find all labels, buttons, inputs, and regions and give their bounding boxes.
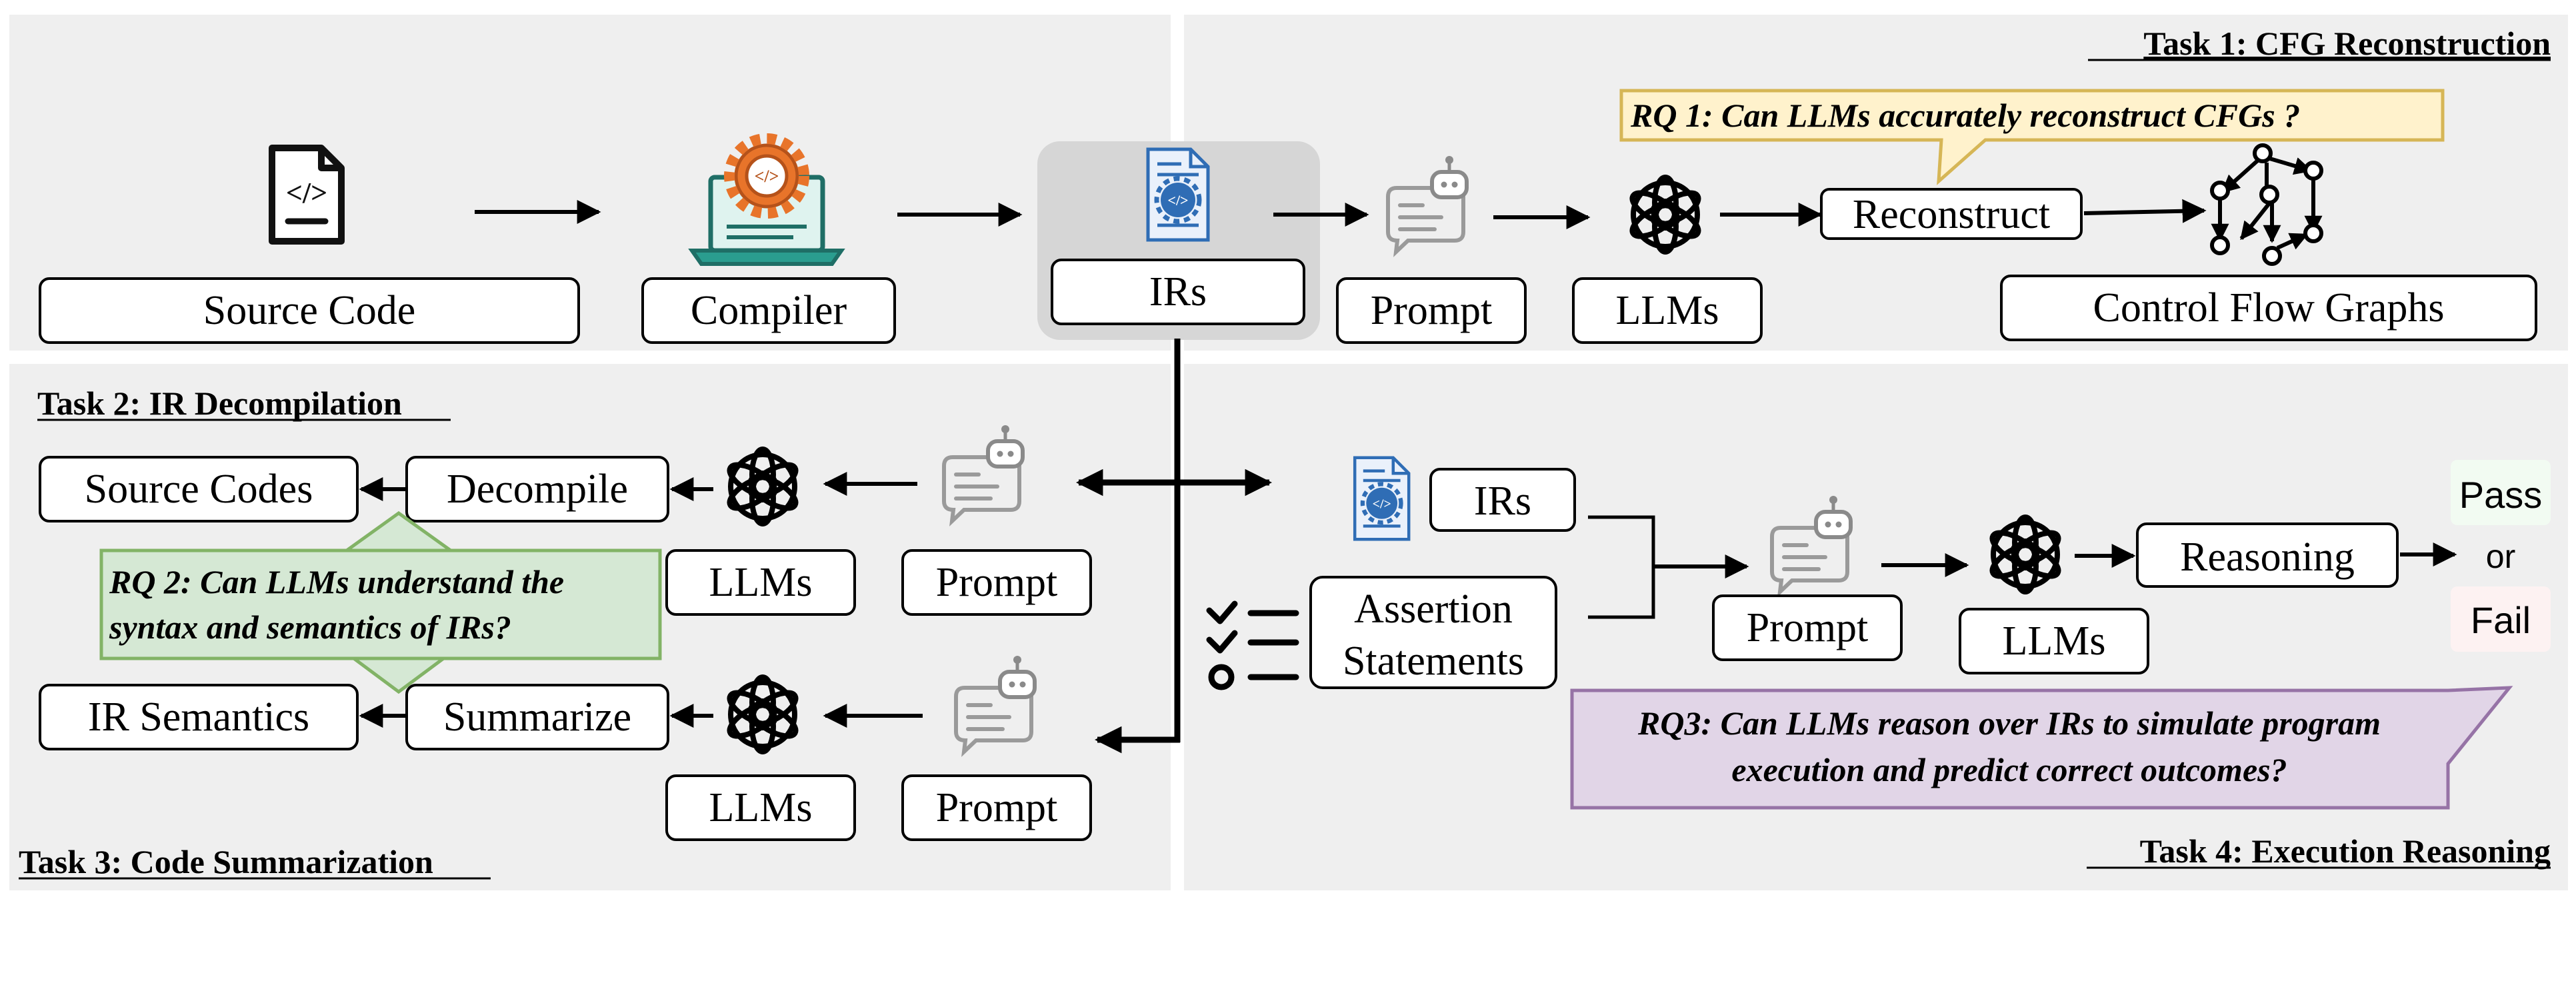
rq2-text-line2: syntax and semantics of IRs? [109, 608, 511, 646]
llms-label-t2: LLMs [709, 560, 813, 605]
pass-label: Pass [2459, 474, 2543, 516]
decompile-box [405, 456, 669, 522]
reconstruct-box [1820, 188, 2083, 240]
or-label: or [2486, 538, 2515, 575]
prompt-label-t4: Prompt [1747, 605, 1869, 650]
task2-title: Task 2: IR Decompilation [37, 385, 402, 422]
irs-label: IRs [1149, 269, 1207, 315]
prompt-box-t1 [1336, 277, 1527, 344]
fail-bg [2451, 586, 2551, 652]
reasoning-box [2136, 522, 2399, 588]
assertion-label-line1: Assertion [1354, 586, 1513, 632]
ir-semantics-box [39, 684, 359, 750]
llms-label-t3: LLMs [709, 785, 813, 830]
prompt-label-t1: Prompt [1371, 288, 1493, 333]
code-file-icon: </> [269, 145, 345, 245]
llms-box-t2 [665, 549, 856, 616]
ir-semantics-label: IR Semantics [88, 694, 309, 740]
reconstruct-label: Reconstruct [1853, 192, 2050, 237]
cfg-label: Control Flow Graphs [2093, 285, 2445, 331]
rq3-text-line2: execution and predict correct outcomes? [1731, 751, 2287, 788]
summarize-box [405, 684, 669, 750]
fail-label: Fail [2471, 599, 2531, 641]
ir-document-icon [1148, 149, 1208, 240]
task1-title: Task 1: CFG Reconstruction [2143, 25, 2551, 62]
prompt-box-t3 [901, 774, 1092, 841]
compiler-label: Compiler [691, 288, 847, 333]
task4-title: Task 4: Execution Reasoning [2140, 832, 2551, 870]
ir-document-icon [1355, 458, 1409, 539]
laptop-gear-icon: </> [688, 133, 845, 266]
panel-backgrounds [9, 15, 2568, 890]
rq3-callout [1570, 686, 2513, 810]
llms-label-t4: LLMs [2003, 618, 2106, 664]
assertion-label-line2: Statements [1343, 638, 1524, 684]
task-titles: Task 1: CFG Reconstruction Task 2: IR De… [19, 25, 2551, 880]
llms-box-t4 [1959, 608, 2149, 674]
rq1-callout [1619, 89, 2445, 185]
svg-text:</>: </> [286, 177, 327, 209]
compiler-box [641, 277, 896, 344]
rq2-text-line1: RQ 2: Can LLMs understand the [109, 563, 564, 600]
llms-box-t1 [1572, 277, 1763, 344]
llms-label-t1: LLMs [1616, 288, 1719, 333]
irs-box-t4 [1429, 468, 1576, 532]
decompile-label: Decompile [447, 467, 628, 512]
reasoning-label: Reasoning [2180, 534, 2355, 580]
pass-bg [2451, 460, 2551, 525]
llms-box-t3 [665, 774, 856, 841]
assertion-box [1309, 576, 1557, 689]
source-code-label: Source Code [203, 288, 416, 333]
prompt-box-t2 [901, 549, 1092, 616]
rq3-text-line1: RQ3: Can LLMs reason over IRs to simulat… [1637, 704, 2381, 742]
irs-label-t4: IRs [1474, 479, 1531, 524]
svg-text:</>: </> [755, 167, 779, 186]
source-code-box [39, 277, 580, 344]
source-codes-label: Source Codes [85, 467, 313, 512]
summarize-label: Summarize [443, 694, 631, 740]
arrow-reconstruct-cfg [2083, 199, 2207, 223]
prompt-box-t4 [1712, 594, 1903, 661]
control-flow-graph-icon [2210, 143, 2323, 266]
irs-box [1051, 259, 1305, 325]
rq2-callout [99, 548, 662, 660]
source-codes-box [39, 456, 359, 522]
prompt-label-t2: Prompt [936, 560, 1058, 605]
prompt-label-t3: Prompt [936, 785, 1058, 830]
cfg-box [2000, 275, 2537, 341]
rq1-text: RQ 1: Can LLMs accurately reconstruct CF… [1630, 97, 2300, 134]
checklist-icon [1206, 600, 1299, 690]
task3-title: Task 3: Code Summarization [19, 843, 433, 880]
